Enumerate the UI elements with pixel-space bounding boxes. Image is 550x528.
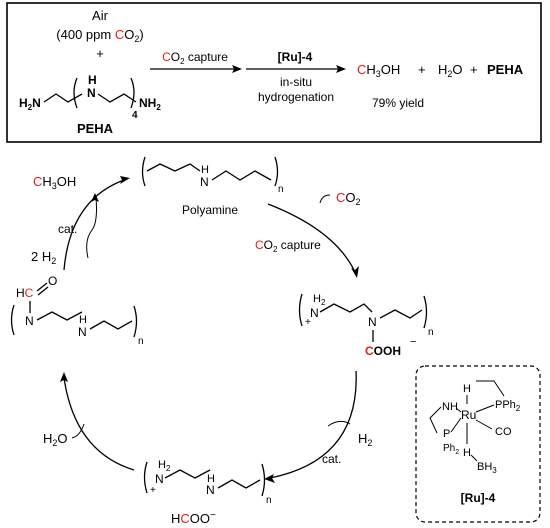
- peha-nh2: NH2: [139, 96, 161, 112]
- carbamate-plus: +: [305, 317, 311, 328]
- carbamate-n2: N: [368, 315, 377, 329]
- yield-label: 79% yield: [372, 96, 424, 110]
- hydrogenation-arrowhead: [336, 65, 346, 73]
- carbamate-minus: −: [410, 336, 416, 348]
- ru-bh3: BH3: [477, 461, 497, 475]
- ammonium-n2: N: [206, 483, 215, 497]
- ru-atom: Ru: [461, 408, 476, 422]
- polyamine-structure: N H n Polyamine: [141, 156, 284, 217]
- peha-count: 4: [132, 110, 138, 121]
- ru-co: CO: [495, 426, 512, 438]
- peha-label: PEHA: [77, 121, 114, 136]
- polyamine-label: Polyamine: [182, 203, 238, 217]
- polyamine-n: N: [200, 175, 209, 189]
- air-co2-text: (400 ppm CO2): [56, 27, 143, 44]
- carbamate-n1: N: [310, 306, 319, 320]
- plus-2: +: [418, 62, 426, 77]
- ammonium-n1: N: [155, 472, 164, 486]
- arc-capture: [267, 203, 356, 273]
- reaction-box: [6, 2, 542, 143]
- ru-ph2: Ph2: [443, 443, 459, 456]
- ammonium-n-repeat: n: [266, 495, 272, 506]
- plus-3: +: [470, 62, 478, 77]
- peha-chain-right: [97, 93, 137, 103]
- methanol-out-curve: [86, 197, 97, 259]
- in-situ-label: in-situ: [280, 75, 312, 89]
- peha-nh-n: N: [87, 86, 96, 100]
- water-out-curve: [71, 423, 85, 439]
- formamide-hc: HC: [16, 286, 34, 300]
- air-label: Air: [92, 8, 109, 23]
- polyamine-n-repeat: n: [278, 184, 284, 195]
- ammonium-h: H: [207, 473, 215, 485]
- ru-complex-box: [415, 365, 541, 523]
- carbamate-structure: H2 N + N COOH − n: [298, 293, 434, 358]
- water-product: H2O: [438, 62, 463, 79]
- carbamate-cooh: COOH: [365, 344, 401, 358]
- cat-left-label: cat.: [58, 222, 77, 236]
- hydrogenation-label: hydrogenation: [258, 90, 334, 104]
- ru-p-left: P: [443, 428, 450, 440]
- ru-nh: NH: [442, 401, 458, 413]
- arc-methanol-release: [63, 179, 125, 271]
- co2-in: CO2: [336, 190, 361, 207]
- carbamate-n-repeat: n: [428, 327, 434, 338]
- h2-incoming-curve: [327, 420, 351, 427]
- ru-h-bottom: H: [463, 447, 471, 459]
- ru-complex-structure: H Ru NH PPh2 P Ph2 CO H BH3 [Ru]-4: [429, 380, 521, 505]
- water-out: H2O: [43, 431, 68, 448]
- co2-incoming-curve: [319, 194, 331, 204]
- capture-arrowhead: [232, 65, 242, 73]
- peha-h2n: H2N: [19, 96, 41, 112]
- polyamine-h: H: [201, 164, 209, 176]
- peha-structure: H2N H N 4 NH2 PEHA: [19, 73, 161, 136]
- arc-formylation: [63, 377, 135, 471]
- ammonium-structure: H2 N + N H n HCOO−: [143, 459, 272, 526]
- plus-sign: +: [96, 46, 104, 61]
- co2-capture-label: CO2 capture: [162, 50, 228, 66]
- ru-complex-label: [Ru]-4: [461, 491, 496, 505]
- ru-pph2-right: PPh2: [495, 399, 521, 413]
- ru-h-top: H: [463, 383, 471, 395]
- formamide-n2: N: [78, 325, 87, 339]
- cat-right-label: cat.: [322, 452, 341, 466]
- cycle-methanol: CH3OH: [33, 174, 76, 191]
- formamide-h: H: [79, 314, 87, 326]
- formamide-n1: N: [25, 314, 34, 328]
- peha-bracket-right: [130, 77, 135, 109]
- carbamate-h2: H2: [313, 293, 326, 307]
- ammonium-plus: +: [150, 485, 156, 496]
- formamide-structure: HC O N N H n: [10, 274, 144, 347]
- peha-nh-h: H: [88, 73, 97, 87]
- formamide-o: O: [48, 274, 57, 288]
- peha-product: PEHA: [487, 62, 524, 77]
- formate-anion: HCOO−: [171, 510, 216, 526]
- catalyst-label: [Ru]-4: [278, 50, 313, 64]
- peha-bracket-left: [73, 77, 78, 109]
- ammonium-h2: H2: [158, 459, 171, 473]
- co2-capture-cycle-label: CO2 capture: [255, 238, 321, 254]
- two-h2-in: 2 H2: [31, 249, 56, 266]
- formamide-n-repeat: n: [138, 336, 144, 347]
- methanol-product: CH3OH: [357, 62, 400, 79]
- h2-in: H2: [358, 431, 372, 448]
- arc-hydrogenation: [269, 370, 357, 479]
